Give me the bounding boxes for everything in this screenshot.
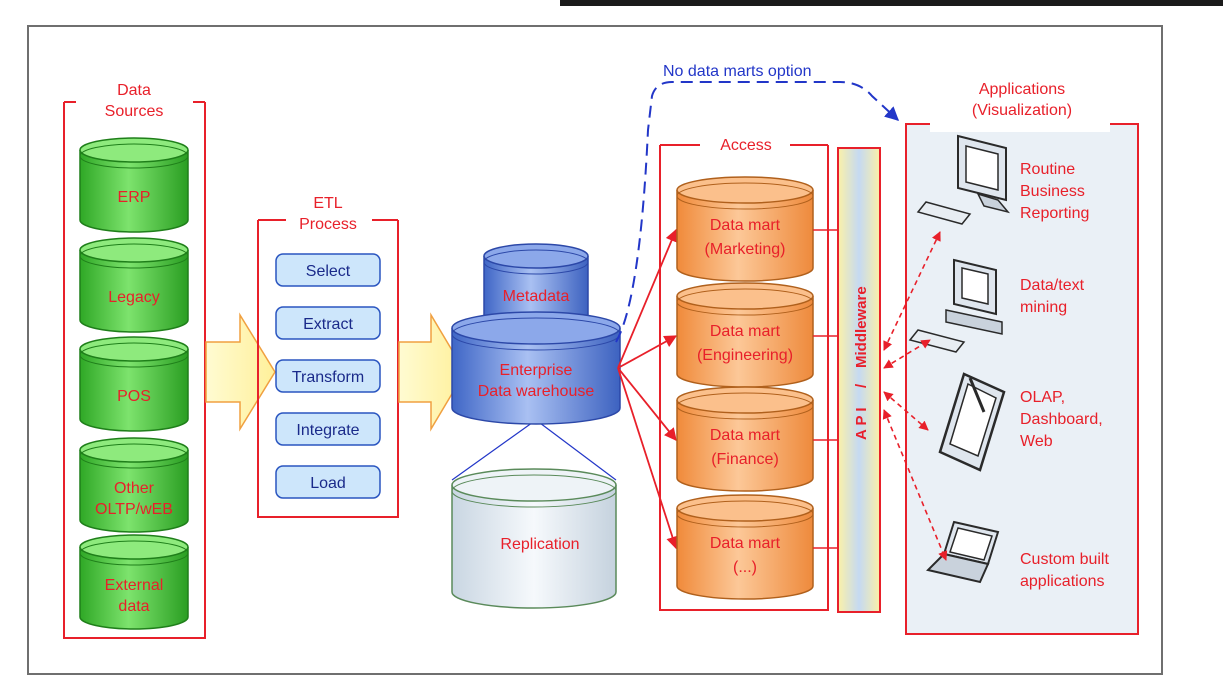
middleware-to-app-arrows	[882, 231, 948, 561]
source-label: Legacy	[108, 289, 160, 306]
application-label-line: OLAP,	[1020, 389, 1065, 406]
middleware-group: A P I / Middleware	[837, 147, 881, 613]
access-title: Access	[720, 137, 772, 154]
desktop-computer-icon	[916, 134, 1011, 225]
data-mart-label-line1: Data mart	[710, 535, 781, 552]
no-data-marts-label: No data marts option	[663, 63, 812, 80]
etl-group: ETL Process SelectExtractTransformIntegr…	[257, 195, 399, 518]
access-bracket	[659, 145, 829, 611]
etl-step-1: Extract	[275, 306, 381, 340]
api-label: A P I	[853, 407, 870, 440]
middleware-app-arrow-0	[883, 231, 941, 351]
application-label-line: Reporting	[1020, 205, 1089, 222]
etl-step-label: Extract	[303, 316, 353, 333]
applications-title-gap	[930, 116, 1110, 132]
source-cylinder-0: ERP	[79, 137, 189, 233]
warehouse-group: Replication Metadata Enterprise Data war…	[451, 243, 621, 609]
applications-title-line1: Applications	[979, 81, 1065, 98]
etl-step-3: Integrate	[275, 412, 381, 446]
application-label-line: Business	[1020, 183, 1085, 200]
applications-group: Applications (Visualization) RoutineBusi…	[905, 81, 1139, 635]
flow-arrow-etl-to-warehouse	[398, 312, 466, 432]
source-label-line2: data	[118, 598, 149, 615]
source-label-line1: External	[105, 577, 164, 594]
warehouse-to-mart-arrows	[617, 228, 679, 550]
replication-link-left	[451, 419, 537, 481]
data-mart-label-line1: Data mart	[710, 323, 781, 340]
source-cylinder-1: Legacy	[79, 237, 189, 333]
middleware-slash: /	[853, 383, 870, 388]
no-data-marts-dashed-arrow	[615, 81, 900, 343]
middleware-app-arrow-3	[882, 409, 948, 561]
etl-title-line1: ETL	[313, 195, 342, 212]
data-mart-label-line2: (Engineering)	[697, 347, 793, 364]
etl-step-2: Transform	[275, 359, 381, 393]
application-label-line: Web	[1020, 433, 1053, 450]
sources-bracket	[63, 102, 206, 639]
application-item-3: Custom built applications	[926, 520, 1109, 590]
source-label: ERP	[118, 189, 151, 206]
tablet-stylus-icon	[938, 372, 1006, 472]
application-label-line: Custom built	[1020, 551, 1109, 568]
source-label: POS	[117, 388, 151, 405]
warehouse-to-mart-arrow-2	[617, 367, 677, 441]
data-mart-cylinder-0: Data mart (Marketing)	[676, 176, 814, 282]
replication-cylinder: Replication	[451, 468, 617, 609]
sources-title-line1: Data	[117, 82, 151, 99]
middleware-bar	[837, 147, 881, 613]
data-mart-cylinder-2: Data mart (Finance)	[676, 386, 814, 492]
application-label-line: mining	[1020, 299, 1067, 316]
etl-step-label: Transform	[292, 369, 364, 386]
etl-step-0: Select	[275, 253, 381, 287]
application-item-1: Data/text mining	[908, 258, 1085, 353]
replication-link-right	[535, 419, 617, 481]
data-mart-label-line2: (Marketing)	[705, 241, 786, 258]
etl-step-label: Select	[306, 263, 351, 280]
data-sources-group: Data Sources ERPLegacyPOSOtherOLTP/wEBEx…	[63, 82, 206, 639]
application-label-line: Routine	[1020, 161, 1075, 178]
data-mart-cylinder-3: Data mart (...)	[676, 494, 814, 600]
application-label-line: applications	[1020, 573, 1105, 590]
warehouse-to-mart-arrow-0	[617, 228, 678, 369]
source-label-line1: Other	[114, 480, 155, 497]
application-item-2: OLAP, Dashboard, Web	[938, 372, 1103, 472]
warehouse-label-line2: Data warehouse	[478, 383, 595, 400]
source-label-line2: OLTP/wEB	[95, 501, 173, 518]
replication-label: Replication	[500, 536, 579, 553]
access-group: Access Data mart (Marketing) Data mart (Eng…	[659, 137, 838, 611]
data-mart-cylinders: Data mart (Marketing) Data mart (Engineerin…	[676, 176, 838, 600]
data-mart-label-line1: Data mart	[710, 217, 781, 234]
application-label-line: Data/text	[1020, 277, 1085, 294]
application-label-line: Dashboard,	[1020, 411, 1103, 428]
data-mart-cylinder-1: Data mart (Engineering)	[676, 282, 814, 388]
source-cylinder-4: External data	[79, 534, 189, 630]
warehouse-label-line1: Enterprise	[500, 362, 573, 379]
laptop-icon	[926, 520, 1000, 584]
metadata-label: Metadata	[503, 288, 570, 305]
etl-step-label: Integrate	[296, 422, 359, 439]
etl-title-line2: Process	[299, 216, 357, 233]
data-mart-label-line2: (...)	[733, 559, 757, 576]
middleware-label: Middleware	[853, 286, 870, 368]
data-mart-label-line2: (Finance)	[711, 451, 779, 468]
workstation-computer-icon	[908, 258, 1003, 353]
sources-title-line2: Sources	[105, 103, 164, 120]
warehouse-to-mart-arrow-1	[617, 335, 678, 369]
etl-step-label: Load	[310, 475, 346, 492]
source-cylinder-2: POS	[79, 336, 189, 432]
warehouse-to-mart-arrow-3	[617, 367, 679, 550]
enterprise-warehouse-cylinder: Enterprise Data warehouse	[451, 311, 621, 425]
etl-bracket	[257, 220, 399, 518]
applications-title-line2: (Visualization)	[972, 102, 1072, 119]
cropped-title-bar	[560, 0, 1223, 6]
etl-step-4: Load	[275, 465, 381, 499]
data-mart-label-line1: Data mart	[710, 427, 781, 444]
